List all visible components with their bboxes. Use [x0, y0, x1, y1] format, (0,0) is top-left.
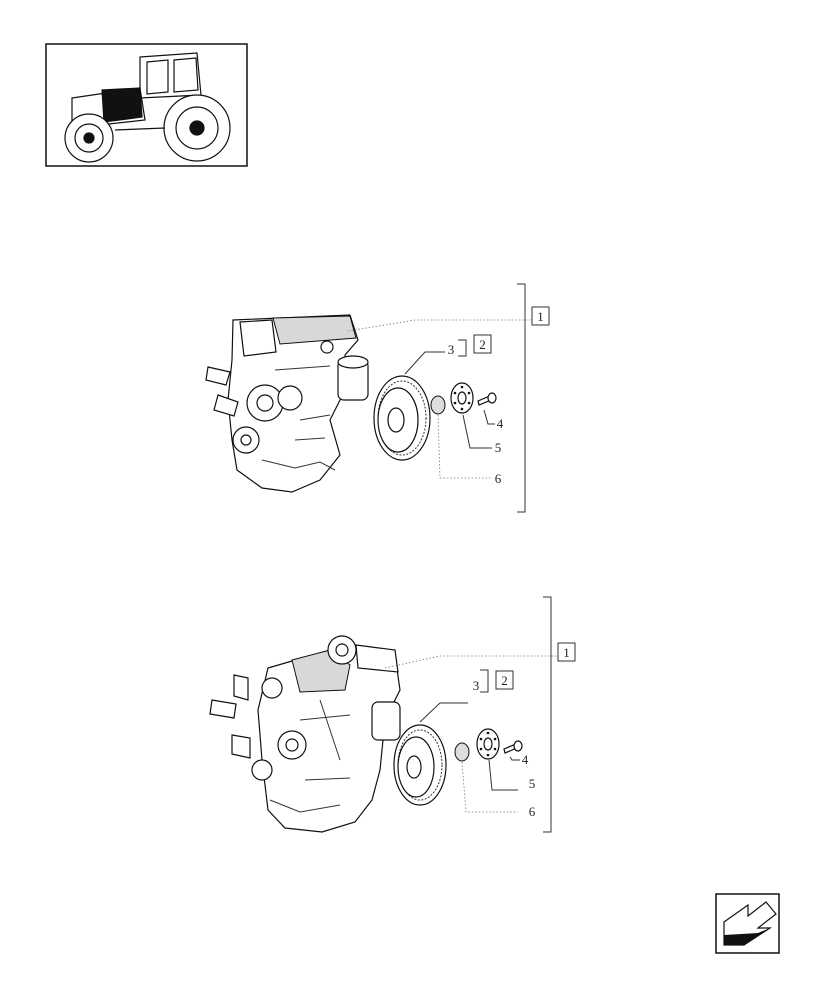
bolt [503, 740, 523, 754]
group-box-1 [531, 306, 550, 326]
bracket-2 [480, 669, 489, 693]
back-arrow-icon[interactable] [715, 893, 780, 954]
group-bracket [543, 596, 552, 833]
group-box-1-text: 1 [563, 645, 570, 660]
callout-6: 6 [495, 471, 502, 486]
leader-5 [462, 414, 492, 449]
callout-6: 6 [529, 804, 536, 819]
leader-1 [347, 319, 532, 332]
leader-4 [483, 409, 495, 425]
engine-block-drawing [209, 635, 401, 833]
callout-2: 2 [479, 337, 486, 352]
callout-5: 5 [495, 440, 502, 455]
engine-view-2: 1 3 2 4 5 6 [209, 596, 576, 833]
callout-box-2 [473, 334, 492, 354]
seal-ring [454, 742, 470, 762]
leader-6 [461, 761, 518, 813]
hub-plate [450, 382, 474, 414]
group-box-1-text: 1 [537, 309, 544, 324]
group-box-1 [557, 642, 576, 662]
hub-plate [476, 728, 500, 760]
leader-1 [384, 655, 558, 669]
callout-4: 4 [522, 752, 529, 767]
callout-3: 3 [473, 678, 480, 693]
engine-view-1: 1 3 2 4 5 6 [205, 283, 550, 513]
callout-4: 4 [497, 416, 504, 431]
leader-5 [488, 759, 518, 791]
leader-3 [419, 702, 468, 723]
callout-box-2 [495, 670, 514, 690]
callout-2: 2 [501, 673, 508, 688]
tractor-icon [64, 52, 231, 163]
flywheel [393, 724, 447, 806]
bolt [477, 392, 497, 406]
callout-5: 5 [529, 776, 536, 791]
engine-block-drawing [205, 314, 369, 493]
group-bracket [517, 283, 526, 513]
leader-4 [509, 756, 520, 761]
flywheel [373, 375, 431, 461]
bracket-2 [458, 339, 467, 357]
callout-3: 3 [448, 342, 455, 357]
tractor-thumbnail [45, 43, 248, 167]
seal-ring [430, 395, 446, 415]
leader-3 [404, 351, 445, 375]
leader-6 [437, 414, 492, 479]
